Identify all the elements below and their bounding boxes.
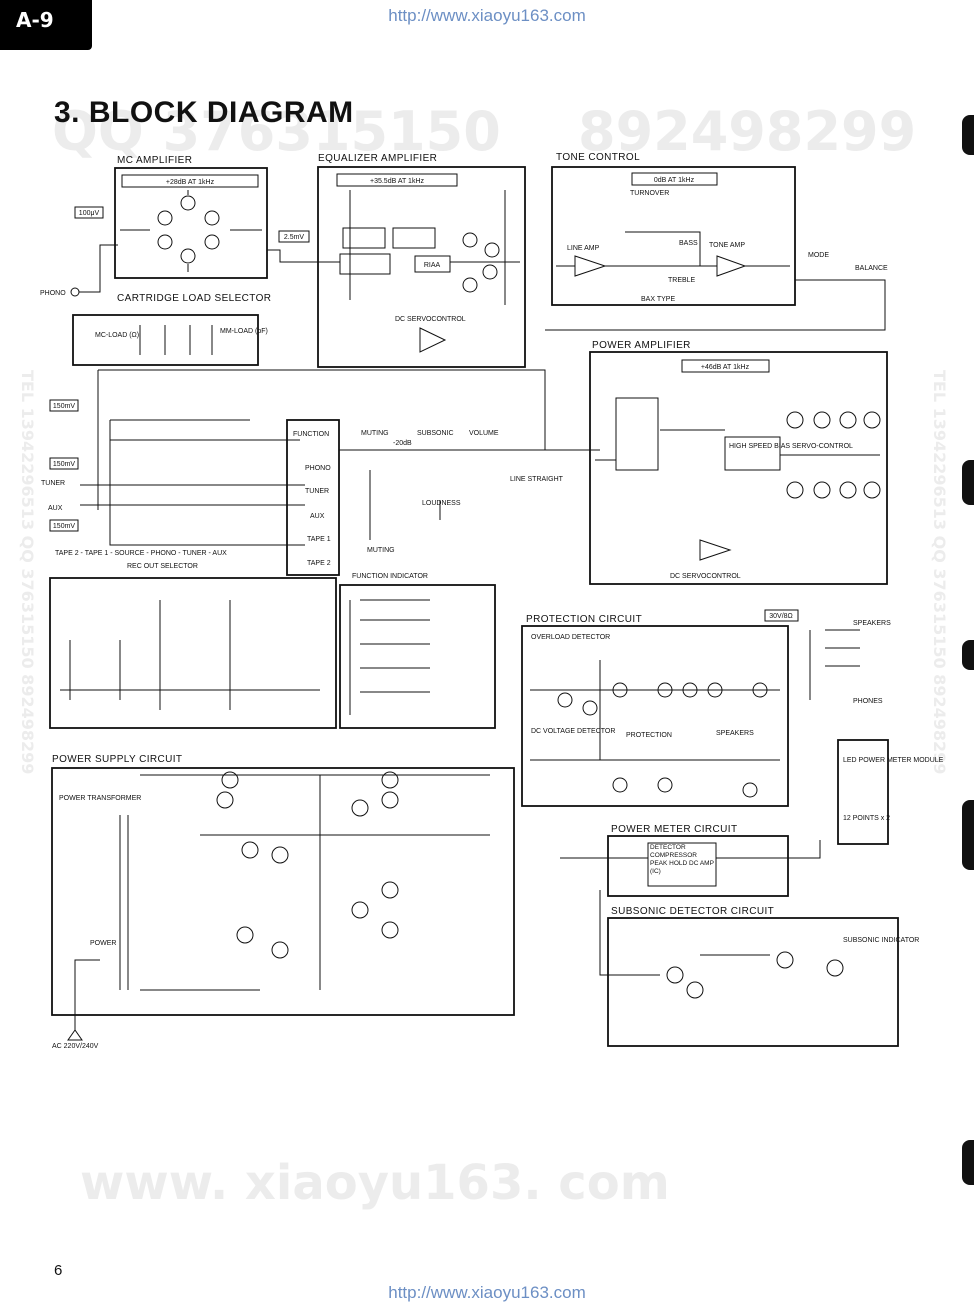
phono-input-label: PHONO bbox=[40, 290, 66, 297]
binding-edge bbox=[962, 1140, 974, 1185]
binding-edge bbox=[962, 800, 974, 870]
bass-label: BASS bbox=[679, 240, 698, 247]
sens-150mv-tuner: 150mV bbox=[53, 461, 76, 468]
subsonic-title: SUBSONIC DETECTOR CIRCUIT bbox=[611, 906, 774, 917]
watermark-qq: QQ 376315150 bbox=[52, 100, 501, 163]
function-title: FUNCTION bbox=[293, 431, 329, 438]
function-item-phono: PHONO bbox=[305, 465, 331, 472]
power-meter-detector: DETECTOR COMPRESSOR PEAK HOLD DC AMP (IC… bbox=[650, 844, 714, 875]
dc-voltage-label: DC VOLTAGE DETECTOR bbox=[531, 728, 615, 735]
ac-input-label: AC 220V/240V bbox=[52, 1043, 99, 1050]
minus-20db-label: -20dB bbox=[393, 440, 412, 447]
led-module-label: LED POWER METER MODULE bbox=[843, 757, 944, 764]
protection-circuit-block: PROTECTION CIRCUIT OVERLOAD DETECTOR DC … bbox=[521, 614, 789, 807]
power-amplifier-block: POWER AMPLIFIER +46dB AT 1kHz HIGH SPEED… bbox=[589, 340, 888, 585]
treble-label: TREBLE bbox=[668, 277, 696, 284]
overload-label: OVERLOAD DETECTOR bbox=[531, 634, 610, 641]
bias-servo-label: HIGH SPEED BIAS SERVO-CONTROL bbox=[729, 443, 853, 450]
function-item-tape2: TAPE 2 bbox=[307, 560, 331, 567]
line-amp-label: LINE AMP bbox=[567, 245, 600, 252]
equalizer-amplifier-block: EQUALIZER AMPLIFIER +35.5dB AT 1kHz RIAA… bbox=[317, 153, 526, 368]
tuner-input-label: TUNER bbox=[41, 480, 65, 487]
output-section: MODE BALANCE 30V/8Ω SPEAKERS PHONES bbox=[545, 252, 891, 705]
cart-load-title: CARTRIDGE LOAD SELECTOR bbox=[117, 293, 271, 304]
function-item-tape1: TAPE 1 bbox=[307, 536, 331, 543]
protection-title: PROTECTION CIRCUIT bbox=[526, 614, 642, 625]
mm-load-label: MM-LOAD (pF) bbox=[220, 328, 268, 335]
muting-switch-label: MUTING bbox=[367, 547, 395, 554]
sens-2-5mv: 2.5mV bbox=[284, 234, 305, 241]
aux-input-label: AUX bbox=[48, 505, 63, 512]
function-indicator-title: FUNCTION INDICATOR bbox=[352, 573, 428, 580]
source-url-bottom[interactable]: http://www.xiaoyu163.com bbox=[388, 1283, 586, 1302]
rec-out-title: REC OUT SELECTOR bbox=[127, 563, 198, 570]
speakers-label: SPEAKERS bbox=[853, 620, 891, 627]
page-title: 3. BLOCK DIAGRAM bbox=[54, 96, 354, 129]
turnover-label: TURNOVER bbox=[630, 190, 669, 197]
led-meter-module: LED POWER METER MODULE 12 POINTS x 2 bbox=[837, 739, 944, 845]
power-amp-gain: +46dB AT 1kHz bbox=[701, 364, 750, 371]
mc-amp-gain: +28dB AT 1kHz bbox=[166, 179, 215, 186]
input-section: PHONO 100μV 2.5mV bbox=[40, 206, 322, 297]
page-tag: A-9 bbox=[0, 0, 92, 50]
protection-led-label: PROTECTION bbox=[626, 732, 672, 739]
binding-edge bbox=[962, 115, 974, 155]
muting-label: MUTING bbox=[361, 430, 389, 437]
power-supply-block: POWER SUPPLY CIRCUIT POWER TRANSFORMER P… bbox=[51, 754, 515, 1050]
watermark-number: 892498299 bbox=[578, 100, 917, 163]
power-amp-dc-servo: DC SERVOCONTROL bbox=[670, 573, 741, 580]
riaa-label: RIAA bbox=[424, 262, 441, 269]
eq-dc-servo: DC SERVOCONTROL bbox=[395, 316, 466, 323]
function-indicator-block: FUNCTION INDICATOR bbox=[339, 573, 496, 729]
loudness-label: LOUDNESS bbox=[422, 500, 461, 507]
power-supply-title: POWER SUPPLY CIRCUIT bbox=[52, 754, 182, 765]
power-switch-label: POWER bbox=[90, 940, 116, 947]
sens-150mv-tape: 150mV bbox=[53, 403, 76, 410]
sens-150mv-aux: 150mV bbox=[53, 523, 76, 530]
muting-volume-chain: MUTING -20dB SUBSONIC VOLUME LOUDNESS MU… bbox=[339, 430, 600, 554]
balance-label: BALANCE bbox=[855, 265, 888, 272]
sens-100uv: 100μV bbox=[79, 210, 100, 217]
subsonic-label: SUBSONIC bbox=[417, 430, 454, 437]
binding-edge bbox=[962, 640, 974, 670]
volume-label: VOLUME bbox=[469, 430, 499, 437]
mode-label: MODE bbox=[808, 252, 829, 259]
tone-title: TONE CONTROL bbox=[556, 152, 640, 163]
power-transformer-label: POWER TRANSFORMER bbox=[59, 795, 141, 802]
mc-amplifier-block: MC AMPLIFIER +28dB AT 1kHz bbox=[114, 155, 268, 279]
led-module-points: 12 POINTS x 2 bbox=[843, 815, 890, 822]
load-30v-label: 30V/8Ω bbox=[769, 613, 793, 620]
mc-load-label: MC-LOAD (Ω) bbox=[95, 332, 139, 339]
speakers-relay-label: SPEAKERS bbox=[716, 730, 754, 737]
eq-amp-gain: +35.5dB AT 1kHz bbox=[370, 178, 425, 185]
power-meter-block: POWER METER CIRCUIT DETECTOR COMPRESSOR … bbox=[560, 824, 821, 897]
tone-control-block: TONE CONTROL 0dB AT 1kHz TURNOVER LINE A… bbox=[551, 152, 796, 306]
watermark-side-right: TEL 13942296513 QQ 376315150 892498299 bbox=[930, 370, 949, 775]
power-meter-title: POWER METER CIRCUIT bbox=[611, 824, 738, 835]
function-item-tuner: TUNER bbox=[305, 488, 329, 495]
tone-amp-label: TONE AMP bbox=[709, 242, 745, 249]
binding-edge bbox=[962, 460, 974, 505]
rec-out-selector: TAPE 2 - TAPE 1 - SOURCE - PHONO - TUNER… bbox=[49, 550, 337, 729]
function-item-aux: AUX bbox=[310, 513, 325, 520]
watermark-domain: www. xiaoyu163. com bbox=[80, 1155, 670, 1211]
tone-gain: 0dB AT 1kHz bbox=[654, 177, 695, 184]
subsonic-indicator-label: SUBSONIC INDICATOR bbox=[843, 937, 919, 944]
line-straight-label: LINE STRAIGHT bbox=[510, 476, 564, 483]
page-number: 6 bbox=[54, 1262, 63, 1279]
tape-rec-section: 150mV 150mV 150mV TUNER AUX bbox=[41, 369, 546, 546]
watermark-side-left: TEL 13942296513 QQ 376315150 892498299 bbox=[18, 370, 37, 775]
eq-amp-title: EQUALIZER AMPLIFIER bbox=[318, 153, 437, 164]
bax-type-label: BAX TYPE bbox=[641, 296, 675, 303]
rec-out-sequence: TAPE 2 - TAPE 1 - SOURCE - PHONO - TUNER… bbox=[55, 550, 227, 557]
subsonic-detector-block: SUBSONIC DETECTOR CIRCUIT SUBSONIC INDIC… bbox=[599, 890, 919, 1047]
cartridge-load-selector: CARTRIDGE LOAD SELECTOR MC-LOAD (Ω) MM-L… bbox=[72, 293, 271, 366]
mc-amp-title: MC AMPLIFIER bbox=[117, 155, 192, 166]
power-amp-title: POWER AMPLIFIER bbox=[592, 340, 691, 351]
source-url-top[interactable]: http://www.xiaoyu163.com bbox=[388, 6, 586, 25]
function-block: FUNCTION PHONO TUNER AUX TAPE 1 TAPE 2 bbox=[286, 419, 340, 576]
phones-label: PHONES bbox=[853, 698, 883, 705]
